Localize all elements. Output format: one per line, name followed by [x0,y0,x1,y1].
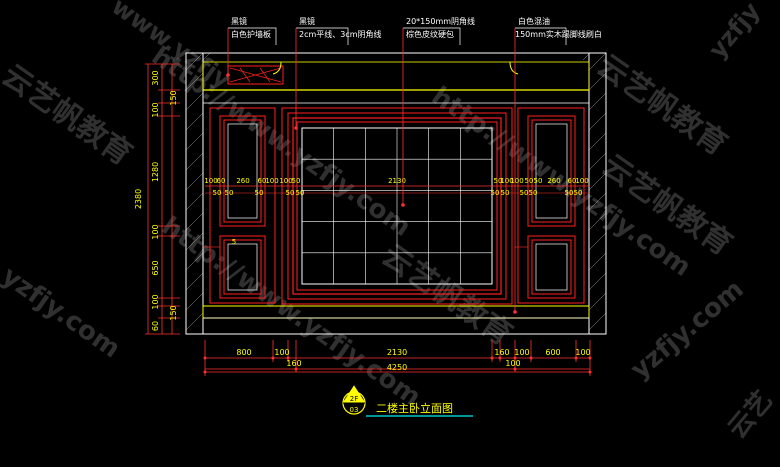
wall-outline [185,52,607,335]
left-upper-panel [219,115,266,227]
dim-row2-0: 50 [213,189,222,197]
left-lower-panel [219,235,266,299]
dim-left-total: 2380 [134,189,143,209]
dim-bottom-160b: 160 [286,359,301,368]
right-upper-panel [527,115,576,227]
dim-bottom-800: 800 [236,348,251,357]
right-lower-panel [527,235,576,299]
title-floor: 2F [350,395,358,403]
dim-bottom-100c: 100 [575,348,590,357]
watermark-brand-2: 云艺帆教育 [590,48,733,163]
dim-bottom-160a: 160 [494,348,509,357]
dim-left-100a: 100 [151,102,160,117]
wall-hatch [185,52,607,331]
watermark-brand-1: 云艺帆教育 [0,58,138,173]
dim-left-150b: 150 [169,305,178,320]
callout-1-line2: 白色护墙板 [231,29,271,39]
center-leather-panel [281,107,513,305]
watermark-frag-corner: 云艺 [722,385,778,444]
wall [185,52,607,335]
dim-center: 2130 [388,177,406,185]
dim-left-100c: 100 [151,294,160,309]
dim-row1r-6: 60 [568,177,577,185]
dim-row1-1: 60 [217,177,226,185]
callout-2-line2: 2cm平线、3cm阴角线 [299,29,382,39]
dim-left-60: 60 [151,321,160,331]
dim-row2-1: 50 [225,189,234,197]
callout-1-line1: 黑镜 [231,16,247,26]
dim-left-300: 300 [151,70,160,85]
dim-row1r-2: 100 [510,177,523,185]
dim-row1-6: 50 [292,177,301,185]
dim-bottom-100d: 100 [505,359,520,368]
title-text: 二楼主卧立面图 [376,401,453,415]
dim-row1r-7: 100 [575,177,588,185]
dim-left-650: 650 [151,260,160,275]
inner-dim-lines: 100 60 260 60 100 100 50 50 50 50 50 50 … [204,177,590,248]
dim-row2r-5: 50 [574,189,583,197]
dim-row1r-5: 260 [547,177,560,185]
callout-3-line1: 20*150mm阴角线 [406,16,475,26]
watermark-frag-right: yzfjy [703,0,766,64]
left-dimensions: 2380 300 150 100 1280 100 650 100 60 150 [134,63,180,335]
callout-4-line1: 白色混油 [518,16,550,26]
dim-row1-3: 60 [258,177,267,185]
title-number: 03 [350,406,359,414]
dim-left-150a: 150 [169,90,178,105]
watermark-short-1: yzfjy.com [0,261,126,364]
dim-left-1280: 1280 [151,162,160,182]
dim-row2r-4: 50 [565,189,574,197]
dim-row2-2: 50 [255,189,264,197]
watermark-layer: 云艺帆教育 http://www.yzfjy.com 云艺帆教育 云艺帆教育 h… [0,0,779,444]
dim-row2r-3: 50 [529,189,538,197]
dim-row1-4: 100 [265,177,278,185]
dim-row2-3: 50 [286,189,295,197]
dim-bottom-2130: 2130 [387,348,407,357]
watermark-url-3: http://www.yzfjy.com [156,211,426,413]
dim-row2-4: 50 [296,189,305,197]
callout-2-line1: 黑镜 [299,16,315,26]
right-wainscot-panels [517,107,585,304]
title-symbol-triangle [342,385,366,404]
dim-row2r-0: 50 [491,189,500,197]
dim-left-100b: 100 [151,224,160,239]
left-wainscot-panels [209,107,276,304]
dim-row1r-4: 50 [534,177,543,185]
callout-4-line2: 150mm实木踢脚线刷白 [515,29,602,39]
dim-row2r-2: 50 [520,189,529,197]
dim-bottom-600: 600 [545,348,560,357]
dim-row1-5: 100 [279,177,292,185]
dim-bottom-total: 4250 [387,363,407,372]
dim-row1r-1: 100 [500,177,513,185]
dim-row1r-3: 50 [525,177,534,185]
dim-bottom-100b: 100 [514,348,529,357]
material-callouts: 黑镜 白色护墙板 黑镜 2cm平线、3cm阴角线 20*150mm阴角线 棕色皮… [226,16,602,314]
dim-row2r-1: 50 [501,189,510,197]
dim-small-5: 5 [232,238,236,246]
bottom-dimensions: 800 100 2130 160 100 600 100 160 100 425… [203,340,592,376]
dim-row1-0: 100 [204,177,217,185]
dim-row1-2: 260 [236,177,249,185]
dim-bottom-100a: 100 [274,348,289,357]
watermark-short-2: yzfjy.com [625,274,749,385]
drawing-title-block: 2F 03 二楼主卧立面图 [342,385,473,417]
callout-3-line2: 棕色皮纹硬包 [406,29,454,39]
watermark-url-1: http://www.yzfjy.com [146,41,416,243]
dim-row1r-0: 50 [494,177,503,185]
